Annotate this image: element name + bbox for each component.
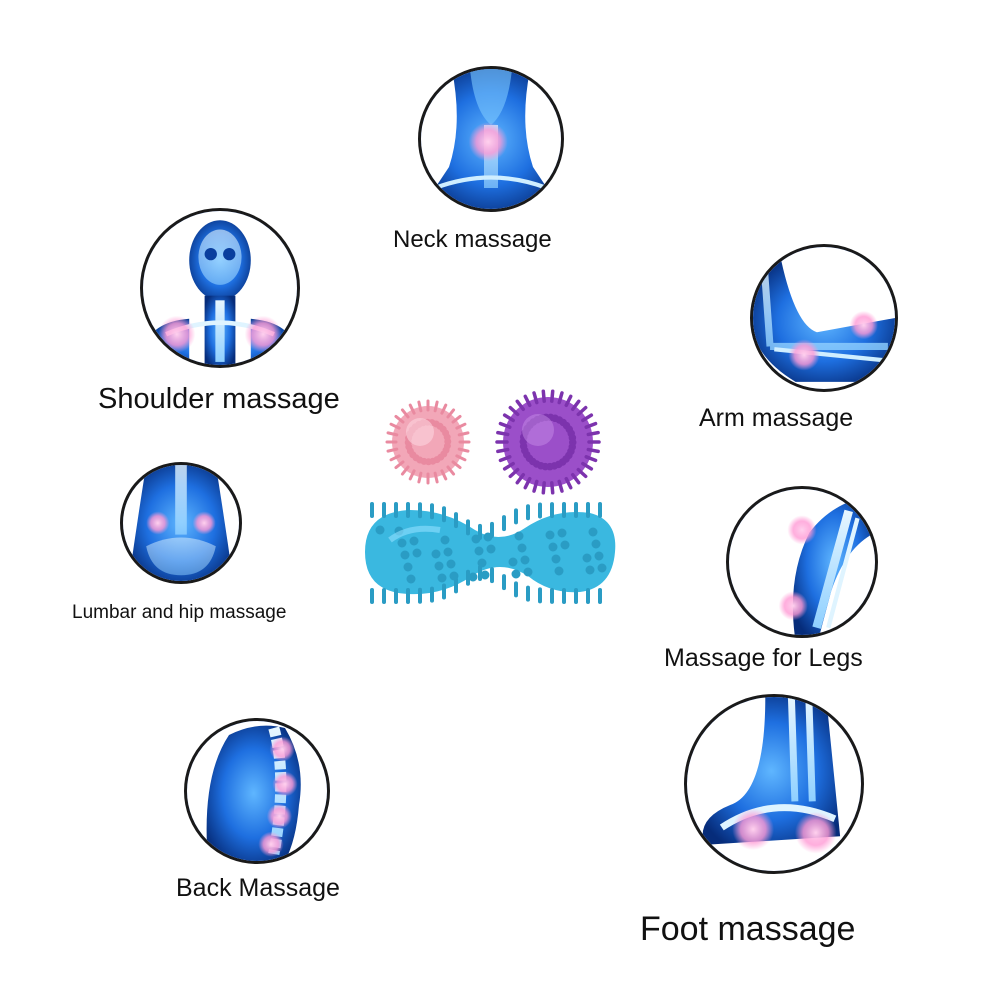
- back-massage-label: Back Massage: [176, 874, 340, 902]
- lumbar-xray-icon: [120, 462, 242, 584]
- neck-massage-label: Neck massage: [393, 226, 552, 253]
- arm-massage-label: Arm massage: [699, 404, 854, 432]
- cyan-peanut-roller: [365, 502, 616, 604]
- shoulder-xray-icon: [140, 208, 300, 368]
- leg-xray-icon: [726, 486, 878, 638]
- back-xray-icon: [184, 718, 330, 864]
- purple-spiky-ball: [495, 389, 601, 495]
- massage-balls-group: [350, 380, 620, 630]
- lumbar-massage-label: Lumbar and hip massage: [72, 602, 287, 623]
- legs-massage-label: Massage for Legs: [664, 644, 863, 672]
- foot-xray-icon: [684, 694, 864, 874]
- neck-xray-icon: [418, 66, 564, 212]
- pink-spiky-ball: [385, 399, 471, 485]
- arm-xray-icon: [750, 244, 898, 392]
- shoulder-massage-label: Shoulder massage: [98, 383, 340, 415]
- foot-massage-label: Foot massage: [640, 910, 856, 948]
